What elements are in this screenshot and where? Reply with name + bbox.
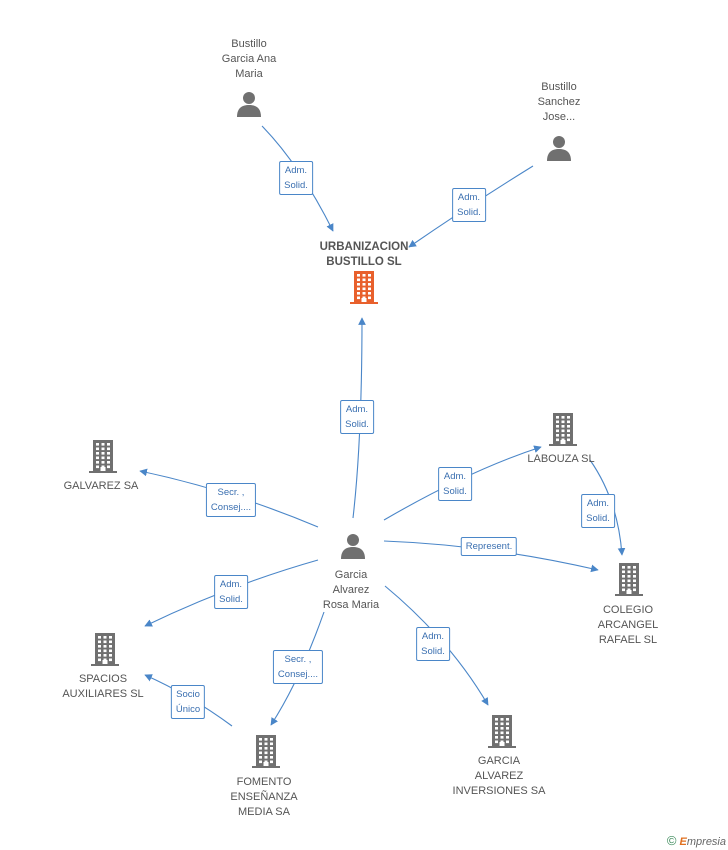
- person-icon-bustillo_jose[interactable]: [545, 134, 573, 167]
- building-icon-labouza[interactable]: [548, 412, 578, 451]
- building-icon-fomento[interactable]: [251, 734, 281, 773]
- edge-label-e11[interactable]: Adm. Solid.: [416, 627, 450, 661]
- node-label-urbanizacion[interactable]: URBANIZACION BUSTILLO SL: [319, 241, 409, 268]
- edge-label-e8[interactable]: Adm. Solid.: [214, 575, 248, 609]
- person-icon-bustillo_ana[interactable]: [235, 90, 263, 123]
- node-label-bustillo_ana[interactable]: Bustillo Garcia Ana Maria: [221, 38, 277, 80]
- building-icon-spacios[interactable]: [90, 632, 120, 671]
- edge-label-e4[interactable]: Secr. , Consej....: [205, 483, 257, 517]
- building-icon-urbanizacion[interactable]: [349, 270, 379, 309]
- edge-label-e7[interactable]: Represent.: [460, 537, 518, 556]
- node-label-colegio[interactable]: COLEGIO ARCANGEL RAFAEL SL: [597, 604, 659, 646]
- building-icon-galvarez[interactable]: [88, 439, 118, 478]
- node-label-garcia_rosa[interactable]: Garcia Alvarez Rosa Maria: [322, 569, 380, 611]
- node-label-spacios[interactable]: SPACIOS AUXILIARES SL: [62, 673, 144, 700]
- node-label-galvarez[interactable]: GALVAREZ SA: [63, 480, 139, 492]
- edge-label-e6[interactable]: Adm. Solid.: [581, 494, 615, 528]
- node-label-labouza[interactable]: LABOUZA SL: [527, 453, 595, 465]
- node-label-fomento[interactable]: FOMENTO ENSEÑANZA MEDIA SA: [230, 776, 298, 818]
- copyright-symbol: ©: [666, 833, 677, 848]
- edge-label-e2[interactable]: Adm. Solid.: [452, 188, 486, 222]
- edge-label-e9[interactable]: Secr. , Consej....: [272, 650, 324, 684]
- edge-label-e1[interactable]: Adm. Solid.: [279, 161, 313, 195]
- node-label-garcia_inv[interactable]: GARCIA ALVAREZ INVERSIONES SA: [452, 755, 546, 797]
- footer-brand[interactable]: © Empresia: [667, 833, 726, 848]
- edge-label-e5[interactable]: Adm. Solid.: [438, 467, 472, 501]
- building-icon-colegio[interactable]: [614, 562, 644, 601]
- node-label-bustillo_jose[interactable]: Bustillo Sanchez Jose...: [537, 81, 581, 123]
- person-icon-garcia_rosa[interactable]: [339, 532, 367, 565]
- edge-label-e3[interactable]: Adm. Solid.: [340, 400, 374, 434]
- building-icon-garcia_inv[interactable]: [487, 714, 517, 753]
- edge-label-e10[interactable]: Socio Único: [170, 685, 206, 719]
- brand-logo: Empresia: [679, 836, 726, 848]
